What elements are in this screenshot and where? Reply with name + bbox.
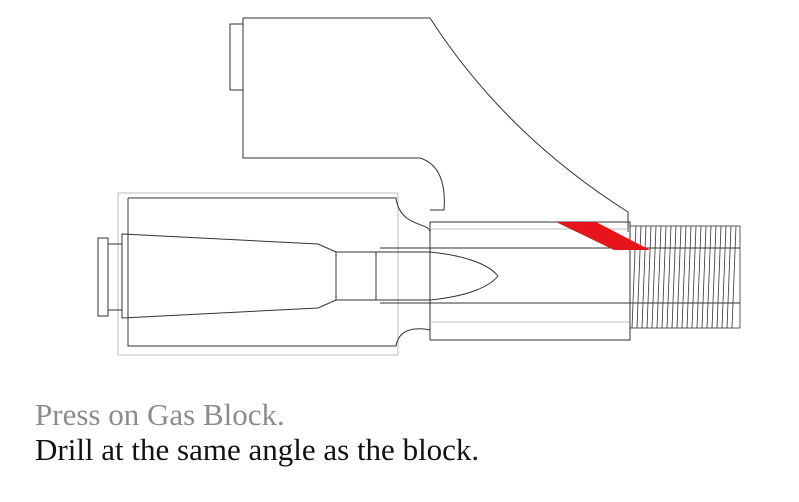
thread-line bbox=[716, 225, 722, 329]
thread-line bbox=[661, 225, 667, 329]
cartridge-rim bbox=[97, 237, 109, 317]
chamber-body bbox=[127, 197, 431, 347]
chamber-body-faint bbox=[117, 192, 399, 356]
cartridge-neck bbox=[335, 251, 377, 301]
thread-lines bbox=[631, 225, 737, 329]
bullet bbox=[376, 251, 499, 301]
thread-line bbox=[731, 225, 737, 329]
thread-line bbox=[726, 225, 732, 329]
thread-line bbox=[686, 225, 692, 329]
barrel bbox=[117, 192, 740, 356]
thread-line bbox=[651, 225, 657, 329]
gas-block-tab bbox=[229, 23, 244, 91]
thread-line bbox=[706, 225, 712, 329]
thread-line bbox=[666, 225, 672, 329]
thread-line bbox=[641, 225, 647, 329]
thread-line bbox=[691, 225, 697, 329]
thread-line bbox=[656, 225, 662, 329]
caption-drill-angle: Drill at the same angle as the block. bbox=[35, 432, 480, 467]
thread-line bbox=[671, 225, 677, 329]
caption-press-gas-block: Press on Gas Block. bbox=[35, 397, 285, 432]
gas-block-outline bbox=[242, 17, 629, 232]
cartridge-case bbox=[121, 233, 337, 319]
thread-section bbox=[629, 225, 741, 329]
gas-block-diagram bbox=[97, 17, 741, 356]
thread-line bbox=[701, 225, 707, 329]
thread-line bbox=[646, 225, 652, 329]
thread-outline bbox=[629, 225, 741, 329]
cartridge bbox=[97, 233, 499, 319]
gas-block bbox=[229, 17, 629, 232]
drill-angle-mark bbox=[556, 222, 650, 250]
cartridge-extractor-groove bbox=[107, 243, 123, 311]
thread-line bbox=[681, 225, 687, 329]
thread-line bbox=[721, 225, 727, 329]
thread-line bbox=[696, 225, 702, 329]
thread-line bbox=[676, 225, 682, 329]
thread-line bbox=[636, 225, 642, 329]
thread-line bbox=[711, 225, 717, 329]
